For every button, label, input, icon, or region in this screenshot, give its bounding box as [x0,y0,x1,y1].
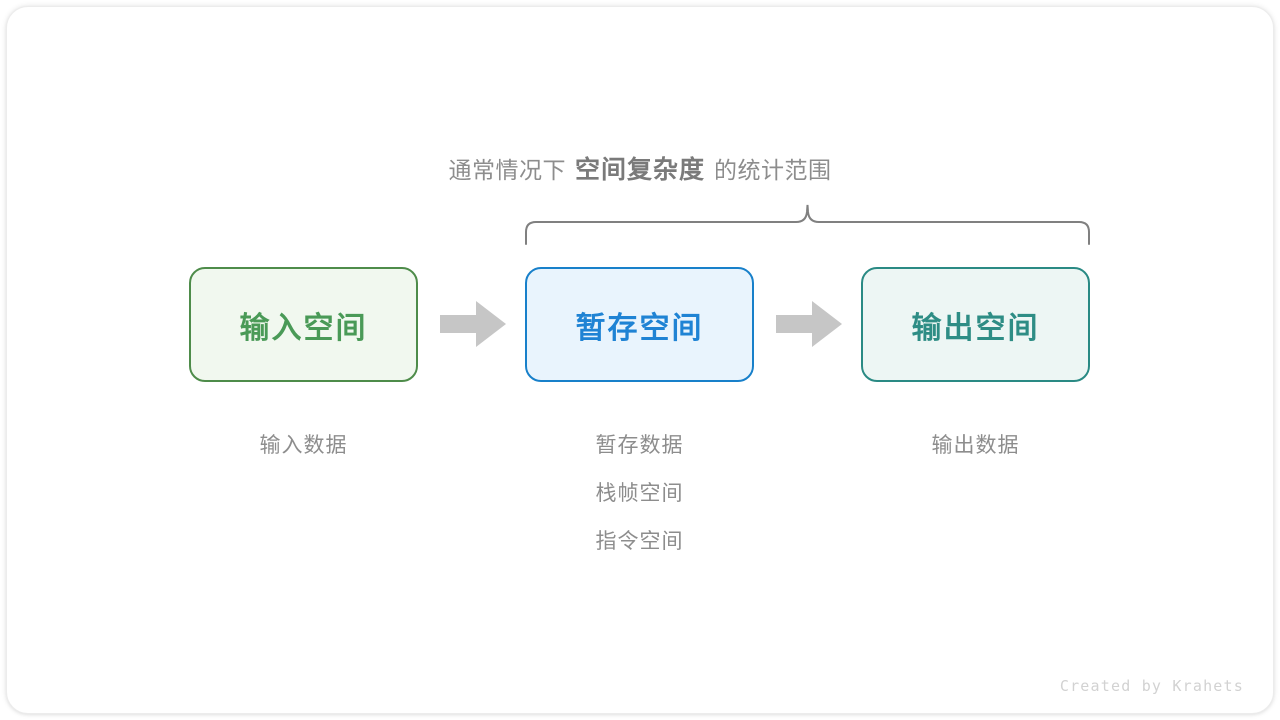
box-input-space-label: 输入空间 [239,311,368,345]
sublabel-item: 栈帧空间 [595,482,684,505]
right-arrow-icon [776,301,842,347]
box-input-space[interactable]: 输入空间 [189,267,418,382]
right-arrow-icon [440,301,506,347]
sublabel-item: 输入数据 [259,434,348,457]
sublabels-temp: 暂存数据 栈帧空间 指令空间 [525,422,754,566]
curly-brace-icon [515,196,1101,248]
brace-caption: 通常情况下空间复杂度的统计范围 [0,150,1280,186]
caption-suffix: 的统计范围 [714,157,832,183]
sublabel-item: 输出数据 [931,434,1020,457]
sublabels-output: 输出数据 [861,422,1090,470]
box-output-space-label: 输出空间 [911,311,1040,345]
caption-prefix: 通常情况下 [448,157,566,183]
box-temp-space[interactable]: 暂存空间 [525,267,754,382]
watermark: Created by Krahets [1059,677,1244,695]
sublabel-item: 指令空间 [595,530,684,553]
box-temp-space-label: 暂存空间 [575,311,704,345]
box-output-space[interactable]: 输出空间 [861,267,1090,382]
sublabels-input: 输入数据 [189,422,418,470]
sublabel-item: 暂存数据 [595,434,684,457]
caption-highlight: 空间复杂度 [574,156,705,184]
